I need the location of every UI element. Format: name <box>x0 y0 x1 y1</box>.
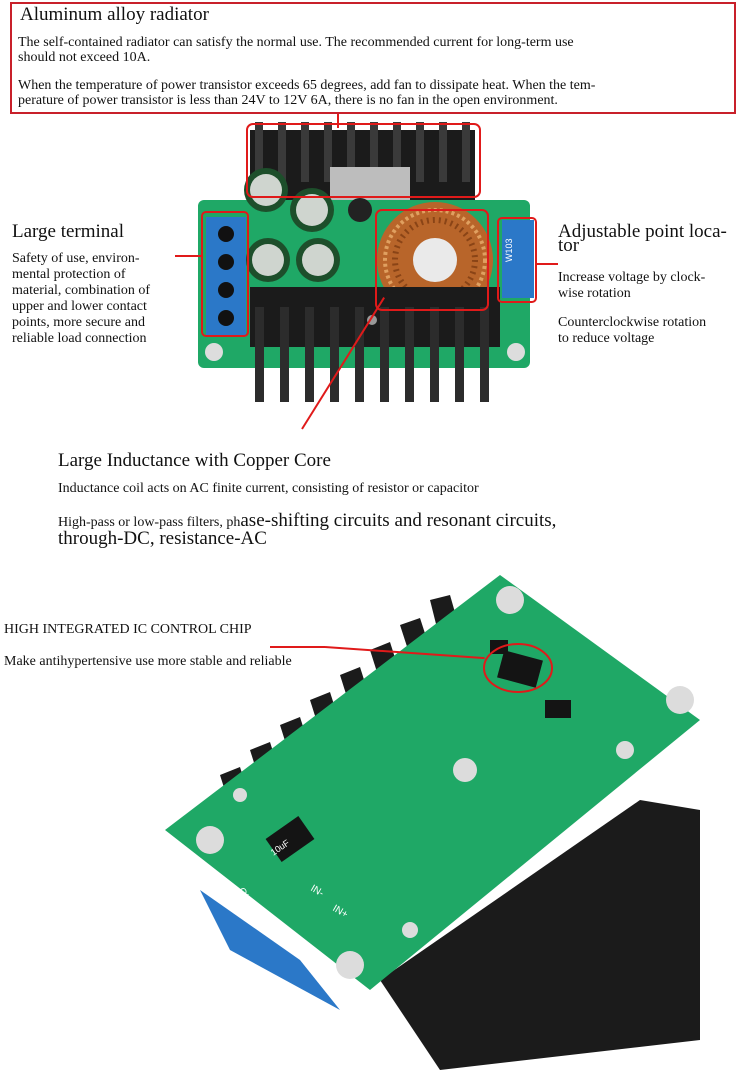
terminal-line: upper and lower contact <box>12 299 147 314</box>
inductance-text-3: through-DC, resistance-AC <box>58 528 267 549</box>
terminal-line: reliable load connection <box>12 331 147 346</box>
inductor-frame <box>375 209 489 311</box>
radiator-text-2-line2: perature of power transistor is less tha… <box>18 93 558 108</box>
terminal-line: mental protection of <box>12 267 126 282</box>
ic-chip <box>497 650 543 688</box>
radiator-frame <box>246 123 481 198</box>
inductance-text-2: High-pass or low-pass filters, phase-shi… <box>58 510 557 532</box>
terminal-frame <box>201 211 249 337</box>
radiator-text-2-line1: When the temperature of power transistor… <box>18 78 596 93</box>
locator-text-1: Increase voltage by clock- wise rotation <box>558 270 705 302</box>
locator-title: Adjustable point loca- tor <box>558 221 727 256</box>
radiator-title: Aluminum alloy radiator <box>20 4 209 25</box>
mount-hole <box>205 343 223 361</box>
locator-title-line1: Adjustable point loca- <box>558 221 727 242</box>
radiator-text-1: The self-contained radiator can satisfy … <box>18 35 574 65</box>
terminal-title: Large terminal <box>12 221 125 242</box>
locator-text-2-line1: Counterclockwise rotation <box>558 315 707 330</box>
smd-capacitor <box>265 816 315 862</box>
chip-text: Make antihypertensive use more stable an… <box>4 654 292 669</box>
locator-text-1-line1: Increase voltage by clock- <box>558 270 706 285</box>
chip-title: HIGH INTEGRATED IC CONTROL CHIP <box>4 622 252 637</box>
radiator-bottom-heatsink <box>250 287 500 402</box>
board-bottom-photo: 10uF OUT+ OUT- IN- IN+ <box>165 575 700 1070</box>
locator-callout-line <box>536 263 558 265</box>
locator-title-line2: tor <box>558 235 580 256</box>
mount-hole <box>507 343 525 361</box>
board-top-photo: W103 <box>198 122 537 402</box>
locator-text-2-line2: to reduce voltage <box>558 331 655 346</box>
capacitors <box>244 168 372 282</box>
inductance-text-2b: ase-shifting circuits and resonant circu… <box>240 510 557 531</box>
bottom-pcb <box>165 575 700 990</box>
chip-frame <box>483 643 553 693</box>
locator-text-2: Counterclockwise rotation to reduce volt… <box>558 315 706 347</box>
potentiometer: W103 <box>502 220 534 298</box>
mount-holes <box>196 586 694 979</box>
terminal-text: Safety of use, environ- mental protectio… <box>12 251 187 347</box>
inductance-text-1: Inductance coil acts on AC finite curren… <box>58 481 479 496</box>
terminal-line: material, combination of <box>12 283 151 298</box>
chip-callout-line-a <box>270 646 325 648</box>
inductance-text-2a: High-pass or low-pass filters, ph <box>58 515 241 530</box>
terminal-line: points, more secure and <box>12 315 145 330</box>
radiator-text-2: When the temperature of power transistor… <box>18 78 595 108</box>
terminal-callout-line <box>175 255 203 257</box>
bottom-terminal <box>200 890 340 1010</box>
radiator-callout-line <box>337 114 339 128</box>
terminal-block <box>206 217 246 337</box>
locator-text-1-line2: wise rotation <box>558 286 631 301</box>
pot-frame <box>497 217 537 303</box>
inductance-title: Large Inductance with Copper Core <box>58 450 331 471</box>
terminal-line: Safety of use, environ- <box>12 251 140 266</box>
smd-transistor <box>545 700 571 718</box>
radiator-callout-box <box>10 2 736 114</box>
radiator-text-1-line1: The self-contained radiator can satisfy … <box>18 35 574 50</box>
pot-marking: W103 <box>504 238 514 262</box>
radiator-text-1-line2: should not exceed 10A. <box>18 50 151 65</box>
